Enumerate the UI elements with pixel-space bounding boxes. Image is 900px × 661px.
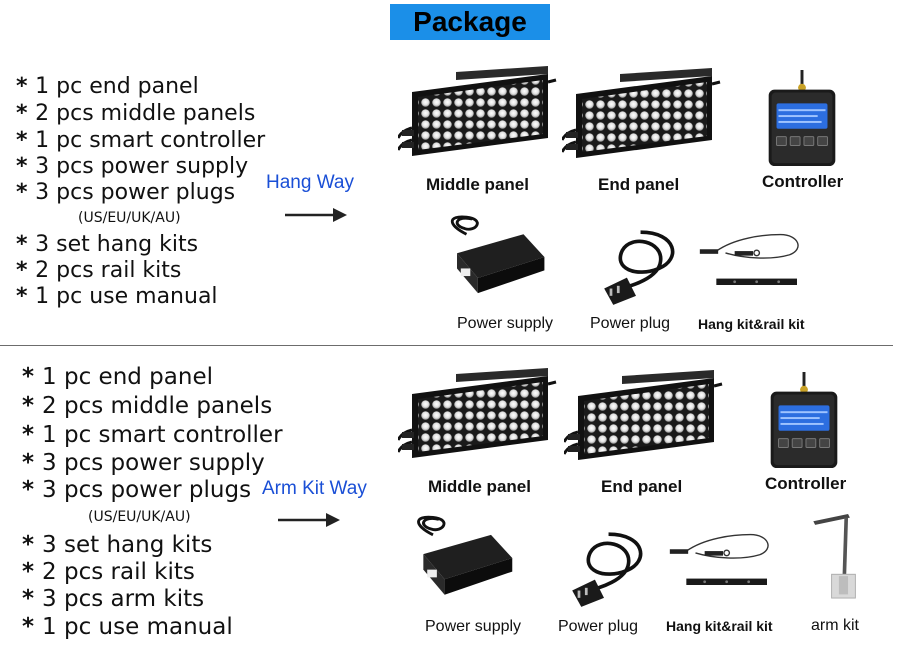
list-item: * 3 set hang kits: [22, 532, 213, 558]
list-item: * 1 pc use manual: [22, 614, 233, 640]
arm-kit-image: [806, 508, 870, 604]
hang-rail-kit-image: [698, 230, 808, 296]
list-item: * 3 pcs arm kits: [22, 586, 205, 612]
arm-kit-caption: arm kit: [811, 617, 859, 634]
hang-rail-kit-caption: Hang kit&rail kit: [698, 316, 805, 332]
middle-panel-image: [398, 64, 558, 164]
plug-region-note: (US/EU/UK/AU): [88, 509, 191, 525]
middle-panel-image: [398, 366, 558, 466]
section-divider: [0, 345, 893, 346]
hang-way-label: Hang Way: [266, 172, 354, 193]
power-supply-image: [404, 512, 520, 606]
power-supply-caption: Power supply: [425, 618, 522, 635]
hang-rail-kit-image: [668, 530, 778, 596]
hang-rail-kit-caption: Hang kit&rail kit: [666, 618, 773, 634]
list-item: * 2 pcs rail kits: [16, 258, 182, 283]
list-item: * 3 set hang kits: [16, 232, 199, 257]
controller-image: [762, 70, 842, 168]
list-item: * 3 pcs power plugs: [16, 180, 236, 205]
package-title-banner: Package: [390, 4, 550, 40]
power-supply-image: [438, 212, 552, 304]
end-panel-image: [562, 66, 722, 166]
controller-caption: Controller: [762, 172, 844, 191]
right-arrow-icon: [278, 513, 340, 527]
arm-kit-way-contents-list: * 1 pc end panel * 2 pcs middle panels *…: [22, 364, 283, 651]
list-item: * 1 pc end panel: [16, 74, 199, 99]
power-supply-caption: Power supply: [457, 315, 554, 332]
list-item: * 2 pcs middle panels: [16, 101, 256, 126]
controller-image: [764, 372, 844, 470]
arm-kit-way-label: Arm Kit Way: [262, 478, 367, 499]
end-panel-caption: End panel: [601, 477, 683, 496]
plug-region-note: (US/EU/UK/AU): [78, 210, 181, 226]
list-item: * 1 pc use manual: [16, 284, 218, 309]
middle-panel-caption: Middle panel: [426, 175, 529, 194]
power-plug-caption: Power plug: [558, 618, 639, 635]
middle-panel-caption: Middle panel: [428, 477, 531, 496]
right-arrow-icon: [285, 208, 347, 222]
list-item: * 3 pcs power supply: [22, 450, 265, 476]
list-item: * 3 pcs power plugs: [22, 477, 252, 503]
power-plug-caption: Power plug: [590, 315, 671, 332]
hang-way-contents-list: * 1 pc end panel * 2 pcs middle panels *…: [16, 76, 266, 316]
list-item: * 1 pc smart controller: [16, 128, 266, 153]
list-item: * 1 pc end panel: [22, 364, 213, 390]
end-panel-image: [564, 368, 724, 468]
power-plug-image: [586, 222, 686, 306]
list-item: * 3 pcs power supply: [16, 154, 249, 179]
controller-caption: Controller: [765, 474, 847, 493]
power-plug-image: [554, 524, 654, 608]
list-item: * 2 pcs rail kits: [22, 559, 195, 585]
page-title: Package: [413, 6, 527, 37]
list-item: * 2 pcs middle panels: [22, 393, 273, 419]
end-panel-caption: End panel: [598, 175, 680, 194]
list-item: * 1 pc smart controller: [22, 422, 283, 448]
